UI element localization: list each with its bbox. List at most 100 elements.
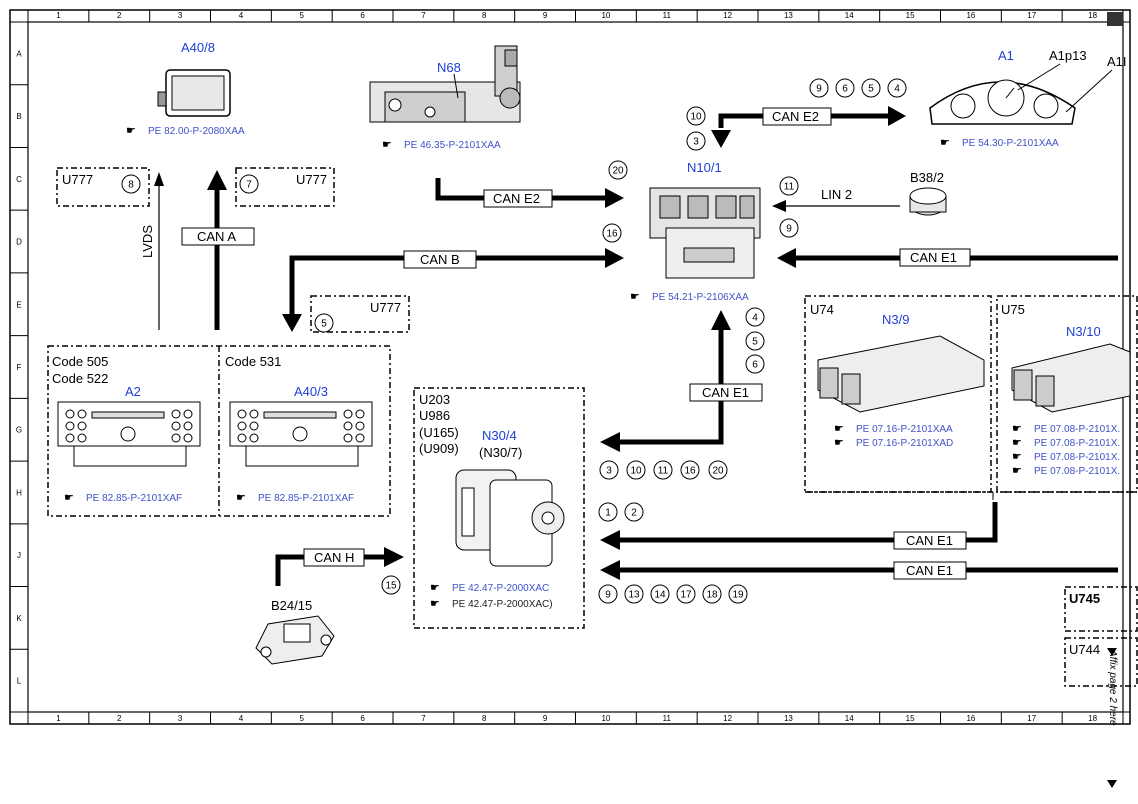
u745-box bbox=[1064, 586, 1138, 632]
marker-circle bbox=[861, 78, 881, 98]
n10-1-ref[interactable]: PE 54.21-P-2106XAA bbox=[652, 292, 749, 303]
grid-column-label: 12 bbox=[723, 11, 732, 20]
pointer-icon: ☛ bbox=[64, 492, 74, 504]
marker-circle bbox=[745, 354, 765, 374]
marker-number: 4 bbox=[894, 84, 900, 95]
grid-row-label: L bbox=[17, 677, 22, 686]
a2-ref[interactable]: PE 82.85-P-2101XAF bbox=[86, 493, 182, 504]
can-e2-left-bus-box bbox=[483, 189, 553, 208]
triangle-icon bbox=[1107, 648, 1117, 656]
a40-8-name: A40/8 bbox=[181, 40, 215, 55]
marker-number: 8 bbox=[128, 180, 134, 191]
grid-column-label: 4 bbox=[239, 11, 244, 20]
grid-column-label: 10 bbox=[601, 11, 610, 20]
marker-number: 5 bbox=[321, 319, 327, 330]
pointer-icon: ☛ bbox=[1012, 423, 1022, 435]
a40-3-head-unit-icon bbox=[229, 401, 373, 467]
grid-column-label: 10 bbox=[601, 714, 610, 723]
b24-15-name: B24/15 bbox=[271, 598, 312, 613]
marker-number: 9 bbox=[816, 84, 822, 95]
marker-number: 5 bbox=[868, 84, 874, 95]
marker-circle bbox=[626, 460, 646, 480]
marker-number: 1 bbox=[605, 508, 611, 519]
a2-code-505: Code 505 bbox=[52, 354, 108, 369]
marker-number: 16 bbox=[606, 229, 618, 240]
n30-4-u909: (U909) bbox=[419, 441, 459, 456]
marker-number: 5 bbox=[752, 337, 758, 348]
u777-mid-label: U777 bbox=[296, 172, 327, 187]
n3-9-ref2[interactable]: PE 07.16-P-2101XAD bbox=[856, 438, 953, 449]
marker-circle bbox=[624, 502, 644, 522]
a1p13-label: A1p13 bbox=[1049, 48, 1087, 63]
n3-9-name: N3/9 bbox=[882, 312, 909, 327]
lvds-label: LVDS bbox=[140, 225, 155, 258]
n3-10-ref1[interactable]: PE 07.08-P-2101X. bbox=[1034, 424, 1120, 435]
marker-number: 6 bbox=[752, 360, 758, 371]
a2-code-522: Code 522 bbox=[52, 371, 108, 386]
marker-number: 6 bbox=[842, 84, 848, 95]
n3-10-ref3[interactable]: PE 07.08-P-2101X. bbox=[1034, 452, 1120, 463]
grid-row-label: C bbox=[16, 175, 22, 184]
marker-circle bbox=[598, 502, 618, 522]
b38-2-sensor-icon bbox=[909, 187, 947, 216]
marker-circle bbox=[728, 584, 748, 604]
n3-10-ref2[interactable]: PE 07.08-P-2101X. bbox=[1034, 438, 1120, 449]
pointer-icon: ☛ bbox=[126, 125, 136, 137]
grid-ticks: 1122334455667788991010111112121313141415… bbox=[10, 10, 1124, 724]
n30-4-ref2[interactable]: PE 42.47-P-2000XAC) bbox=[452, 599, 553, 610]
marker-number: 11 bbox=[784, 182, 795, 193]
grid-row-label: K bbox=[16, 614, 22, 623]
marker-number: 9 bbox=[786, 224, 792, 235]
grid-column-label: 15 bbox=[906, 11, 915, 20]
a40-3-ref[interactable]: PE 82.85-P-2101XAF bbox=[258, 493, 354, 504]
grid-column-label: 14 bbox=[845, 714, 854, 723]
n3-9-ref1[interactable]: PE 07.16-P-2101XAA bbox=[856, 424, 953, 435]
can-b-bus-box bbox=[403, 250, 477, 269]
grid-column-label: 1 bbox=[56, 714, 61, 723]
marker-circle bbox=[745, 331, 765, 351]
marker-circle bbox=[598, 584, 618, 604]
a40-3-name: A40/3 bbox=[294, 384, 328, 399]
can-e1-j1-label: CAN E1 bbox=[906, 533, 953, 548]
marker-circle bbox=[708, 460, 728, 480]
marker-circle bbox=[599, 460, 619, 480]
n30-4-ref1[interactable]: PE 42.47-P-2000XAC bbox=[452, 583, 549, 594]
pointer-icon: ☛ bbox=[834, 423, 844, 435]
n3-10-ref4[interactable]: PE 07.08-P-2101X. bbox=[1034, 466, 1120, 477]
marker-number: 15 bbox=[385, 581, 397, 592]
u74-box bbox=[804, 295, 992, 493]
grid-row-label: H bbox=[16, 488, 22, 497]
u777-e-label: U777 bbox=[370, 300, 401, 315]
n30-4-u203: U203 bbox=[419, 392, 450, 407]
n3-10-name: N3/10 bbox=[1066, 324, 1101, 339]
n68-ref[interactable]: PE 46.35-P-2101XAA bbox=[404, 140, 501, 151]
can-e1-center-bus-box bbox=[689, 383, 763, 402]
marker-number: 10 bbox=[690, 112, 702, 123]
marker-circle bbox=[239, 174, 259, 194]
u744-label: U744 bbox=[1069, 642, 1100, 657]
n30-4-box bbox=[413, 387, 585, 629]
marker-circle bbox=[680, 460, 700, 480]
a1-instrument-cluster-icon bbox=[929, 79, 1076, 125]
u744-box bbox=[1064, 637, 1138, 687]
grid-column-label: 1 bbox=[56, 11, 61, 20]
n30-4-name: N30/4 bbox=[482, 428, 517, 443]
marker-number: 13 bbox=[628, 590, 640, 601]
pointer-icon: ☛ bbox=[430, 582, 440, 594]
a1-ref[interactable]: PE 54.30-P-2101XAA bbox=[962, 138, 1059, 149]
n10-1-sam-module-icon bbox=[649, 187, 761, 279]
b24-15-sensor-icon bbox=[255, 615, 335, 665]
n10-1-name: N10/1 bbox=[687, 160, 722, 175]
marker-circle bbox=[686, 106, 706, 126]
n3-10-ecu-icon bbox=[1011, 343, 1131, 413]
marker-number: 14 bbox=[654, 590, 666, 601]
grid-row-label: J bbox=[17, 551, 21, 560]
a1i-label: A1I bbox=[1107, 54, 1127, 69]
grid-column-label: 6 bbox=[360, 714, 365, 723]
n30-4-u165: (U165) bbox=[419, 425, 459, 440]
marker-circle bbox=[653, 460, 673, 480]
marker-circle bbox=[779, 218, 799, 238]
a40-8-ref[interactable]: PE 82.00-P-2080XAA bbox=[148, 126, 245, 137]
